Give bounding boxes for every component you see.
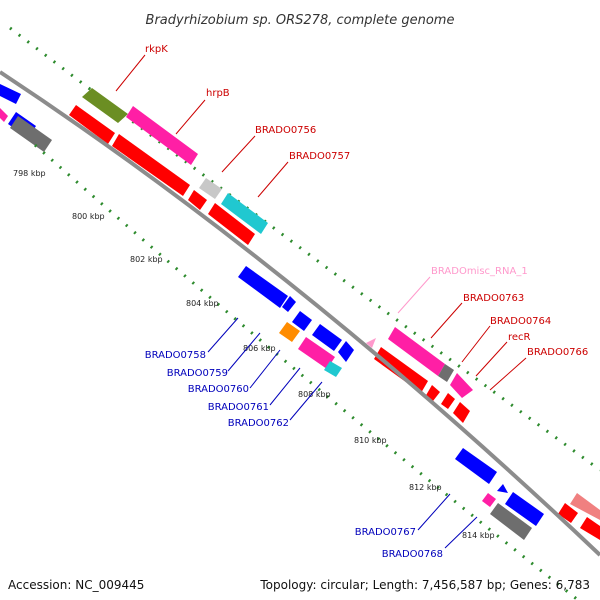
gene-BRADO0757-block[interactable] (221, 193, 268, 234)
gene-rkpK-block[interactable] (82, 88, 128, 123)
cds-red-7 (441, 393, 455, 409)
cds-grey-left (10, 116, 52, 152)
tick-label: 808 kbp (298, 390, 331, 399)
leader-BRADO0768 (444, 516, 478, 549)
tick-label: 802 kbp (130, 255, 163, 264)
gene-label-BRADO0758[interactable]: BRADO0758 (145, 350, 206, 361)
forward-strand-features (69, 88, 600, 540)
gene-BRADO0767-block[interactable] (455, 448, 497, 484)
cds-red-4 (208, 203, 255, 245)
leader-recR (475, 341, 508, 377)
gene-BRADO0762-block[interactable] (324, 361, 342, 377)
cds-blue-lower (505, 492, 544, 526)
forward-leader-lines (115, 54, 527, 391)
map-title: Bradyrhizobium sp. ORS278, complete geno… (146, 13, 455, 28)
reverse-gene-labels: BRADO0758 BRADO0759 BRADO0760 BRADO0761 … (145, 350, 443, 560)
gene-label-BRADO0766[interactable]: BRADO0766 (527, 347, 588, 358)
gene-label-BRADO0767[interactable]: BRADO0767 (355, 527, 416, 538)
reverse-leader-lines (207, 317, 478, 549)
gene-label-BRADO0757[interactable]: BRADO0757 (289, 151, 350, 162)
gene-label-recR[interactable]: recR (508, 332, 531, 343)
leader-BRADO0759 (227, 332, 261, 372)
gene-BRADO0767-arrow (497, 484, 508, 493)
cds-red-5 (374, 347, 428, 393)
cds-blue-mid-2 (338, 341, 354, 362)
cds-red-9 (558, 503, 578, 523)
gene-label-hrpB[interactable]: hrpB (206, 88, 230, 99)
cds-blue-mid-1 (312, 324, 342, 351)
cds-grey-lower (490, 503, 532, 540)
genome-backbone (0, 70, 600, 557)
leader-BRADO0760 (249, 349, 281, 389)
leader-BRADO0758 (207, 317, 239, 353)
gene-BRADO0763-block[interactable] (388, 327, 445, 376)
leader-BRADO0767 (417, 493, 451, 531)
gene-BRADO0761-block[interactable] (298, 337, 335, 369)
gene-label-BRADO0760[interactable]: BRADO0760 (188, 384, 249, 395)
accession-text: Accession: NC_009445 (8, 578, 145, 592)
gene-hrpB-block[interactable] (126, 106, 198, 165)
gene-BRADO0759-block[interactable] (282, 296, 296, 312)
cds-blue-left-1 (0, 84, 21, 104)
leader-BRADO0764 (461, 325, 491, 363)
leader-BRADO0763 (430, 302, 463, 339)
gene-BRADO0758-block[interactable] (238, 266, 288, 308)
leader-BRADO0762 (289, 381, 323, 421)
tick-label: 804 kbp (186, 299, 219, 308)
tick-labels: 798 kbp 800 kbp 802 kbp 804 kbp 806 kbp … (13, 169, 495, 540)
gene-BRADO0768-block[interactable] (482, 493, 496, 507)
gene-label-BRADO0761[interactable]: BRADO0761 (208, 402, 269, 413)
gene-recR-block[interactable] (450, 373, 473, 398)
reverse-strand-features (0, 84, 544, 540)
leader-BRADO0761 (269, 367, 301, 406)
gene-label-rkpK[interactable]: rkpK (145, 44, 168, 55)
leader-BRADO0766 (489, 357, 527, 391)
cds-red-10 (580, 517, 600, 540)
leader-BRADO0757 (257, 161, 289, 198)
gene-label-BRADOmisc[interactable]: BRADOmisc_RNA_1 (431, 266, 528, 277)
leader-hrpB (175, 99, 206, 135)
forward-gene-labels: rkpK hrpB BRADO0756 BRADO0757 BRADOmisc_… (145, 44, 588, 358)
gene-BRADO0756-block[interactable] (199, 178, 222, 199)
gene-misc-rna-marker[interactable] (366, 338, 376, 348)
inner-tick-track (34, 143, 579, 600)
tick-label: 814 kbp (462, 531, 495, 540)
cds-red-2 (112, 134, 190, 196)
tick-label: 812 kbp (409, 483, 442, 492)
tick-label: 806 kbp (243, 344, 276, 353)
gene-BRADO0760-block[interactable] (292, 311, 312, 331)
gene-BRADO0760-orange (279, 322, 300, 342)
genome-summary-text: Topology: circular; Length: 7,456,587 bp… (260, 578, 590, 592)
cds-red-8 (453, 402, 470, 423)
tick-label: 810 kbp (354, 436, 387, 445)
gene-label-BRADO0762[interactable]: BRADO0762 (228, 418, 289, 429)
leader-BRADO0756 (221, 135, 256, 173)
cds-pink-left (0, 108, 8, 122)
cds-red-3 (188, 190, 207, 210)
gene-label-BRADO0759[interactable]: BRADO0759 (167, 368, 228, 379)
gene-label-BRADO0768[interactable]: BRADO0768 (382, 549, 443, 560)
tick-label: 798 kbp (13, 169, 46, 178)
gene-BRADO0766-block[interactable] (570, 493, 600, 520)
cds-red-1 (69, 105, 115, 144)
gene-label-BRADO0756[interactable]: BRADO0756 (255, 125, 316, 136)
tick-label: 800 kbp (72, 212, 105, 221)
gene-label-BRADO0764[interactable]: BRADO0764 (490, 316, 551, 327)
leader-rkpK (115, 54, 146, 92)
gene-BRADO0764-block[interactable] (438, 364, 454, 382)
gene-label-BRADO0763[interactable]: BRADO0763 (463, 293, 524, 304)
leader-BRADOmisc (397, 276, 431, 314)
